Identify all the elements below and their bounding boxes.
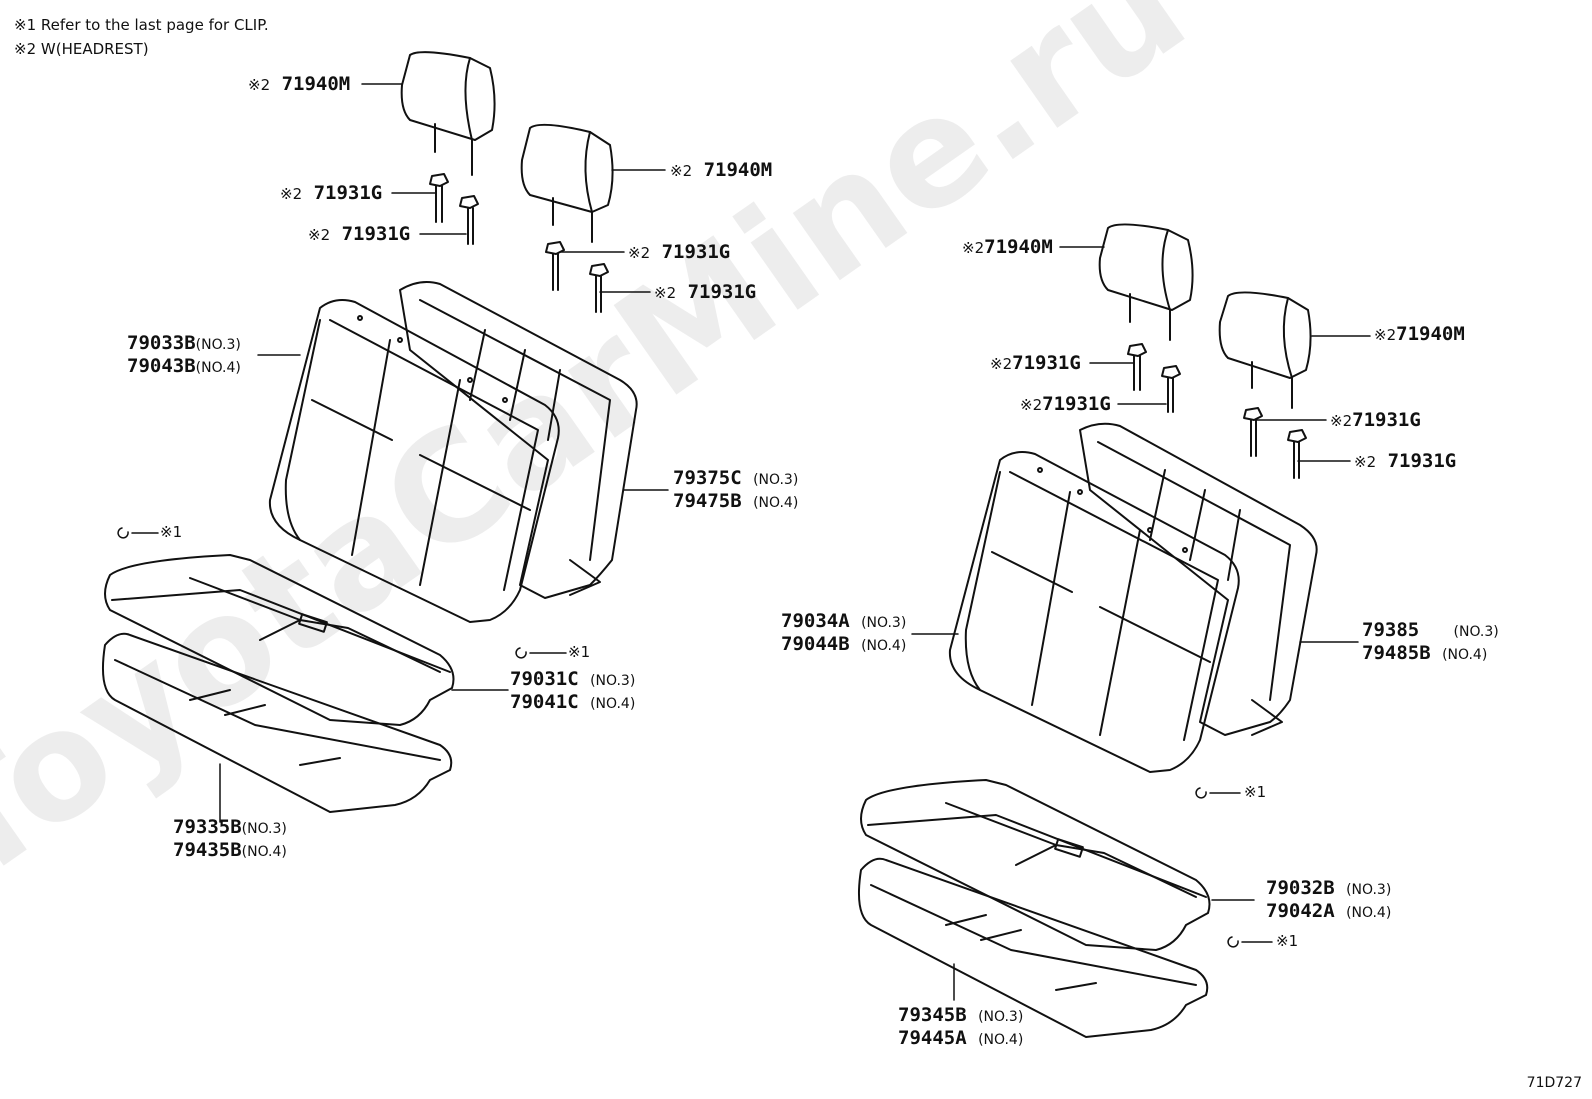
part-label-guide: ※271931G: [1020, 393, 1111, 415]
part-label-headrest: ※271940M: [962, 236, 1053, 258]
figure-code: 71D727: [1526, 1075, 1582, 1091]
note-headrest: ※2 W(HEADREST): [14, 40, 149, 58]
part-label-cushion-pad: 79345B (NO.3): [898, 1004, 1024, 1026]
seatback-pad-icon: [399, 281, 638, 599]
note-clip: ※1 Refer to the last page for CLIP.: [14, 16, 269, 34]
part-label-guide: ※2 71931G: [308, 223, 411, 245]
part-label-back-cover: 79043B(NO.4): [127, 355, 241, 377]
cushion-cover-icon: [860, 779, 1211, 951]
part-label-guide: ※2 71931G: [280, 182, 383, 204]
part-label-back-cover: 79034A (NO.3): [781, 610, 907, 632]
part-label-guide: ※2 71931G: [654, 281, 757, 303]
clip-label: ※1: [568, 643, 591, 661]
clip-label: ※1: [1244, 783, 1267, 801]
part-label-back-cover: 79033B(NO.3): [127, 332, 241, 354]
seatback-cover-icon: [948, 451, 1240, 773]
part-label-cushion-pad: 79435B(NO.4): [173, 839, 287, 861]
cushion-pad-icon: [858, 857, 1209, 1038]
part-label-guide: ※271931G: [990, 352, 1081, 374]
part-label-cushion-cover: 79032B (NO.3): [1266, 877, 1392, 899]
cushion-cover-icon: [104, 554, 455, 726]
part-label-cushion-cover: 79031C (NO.3): [510, 668, 636, 690]
seatback-cover-icon: [268, 299, 560, 623]
seatback-pad-icon: [1079, 422, 1318, 736]
part-label-headrest: ※271940M: [1374, 323, 1465, 345]
part-label-back-pad: 79385 (NO.3): [1362, 619, 1499, 641]
part-label-cushion-cover: 79041C (NO.4): [510, 691, 636, 713]
headrest-icon: [520, 123, 614, 243]
headrest-icon: [1098, 223, 1194, 341]
part-label-back-pad: 79375C (NO.3): [673, 467, 799, 489]
part-label-cushion-pad: 79335B(NO.3): [173, 816, 287, 838]
part-label-guide: ※271931G: [1330, 409, 1421, 431]
part-label-back-pad: 79485B (NO.4): [1362, 642, 1488, 664]
headrest-icon: [1218, 291, 1312, 409]
part-label-guide: ※2 71931G: [628, 241, 731, 263]
headrest-icon: [400, 51, 496, 176]
headrest-guide-icon: [429, 173, 609, 313]
clip-label: ※1: [1276, 932, 1299, 950]
headrest-guide-icon: [1127, 343, 1307, 479]
part-label-headrest: ※2 71940M: [248, 73, 351, 95]
part-label-back-cover: 79044B (NO.4): [781, 633, 907, 655]
cushion-pad-icon: [102, 632, 453, 813]
leader-lines: [131, 83, 1371, 1001]
part-label-cushion-pad: 79445A (NO.4): [898, 1027, 1024, 1049]
part-label-headrest: ※2 71940M: [670, 159, 773, 181]
part-label-guide: ※2 71931G: [1354, 450, 1457, 472]
part-label-cushion-cover: 79042A (NO.4): [1266, 900, 1392, 922]
part-label-back-pad: 79475B (NO.4): [673, 490, 799, 512]
clip-label: ※1: [160, 523, 183, 541]
clip-icon: [117, 527, 1239, 948]
